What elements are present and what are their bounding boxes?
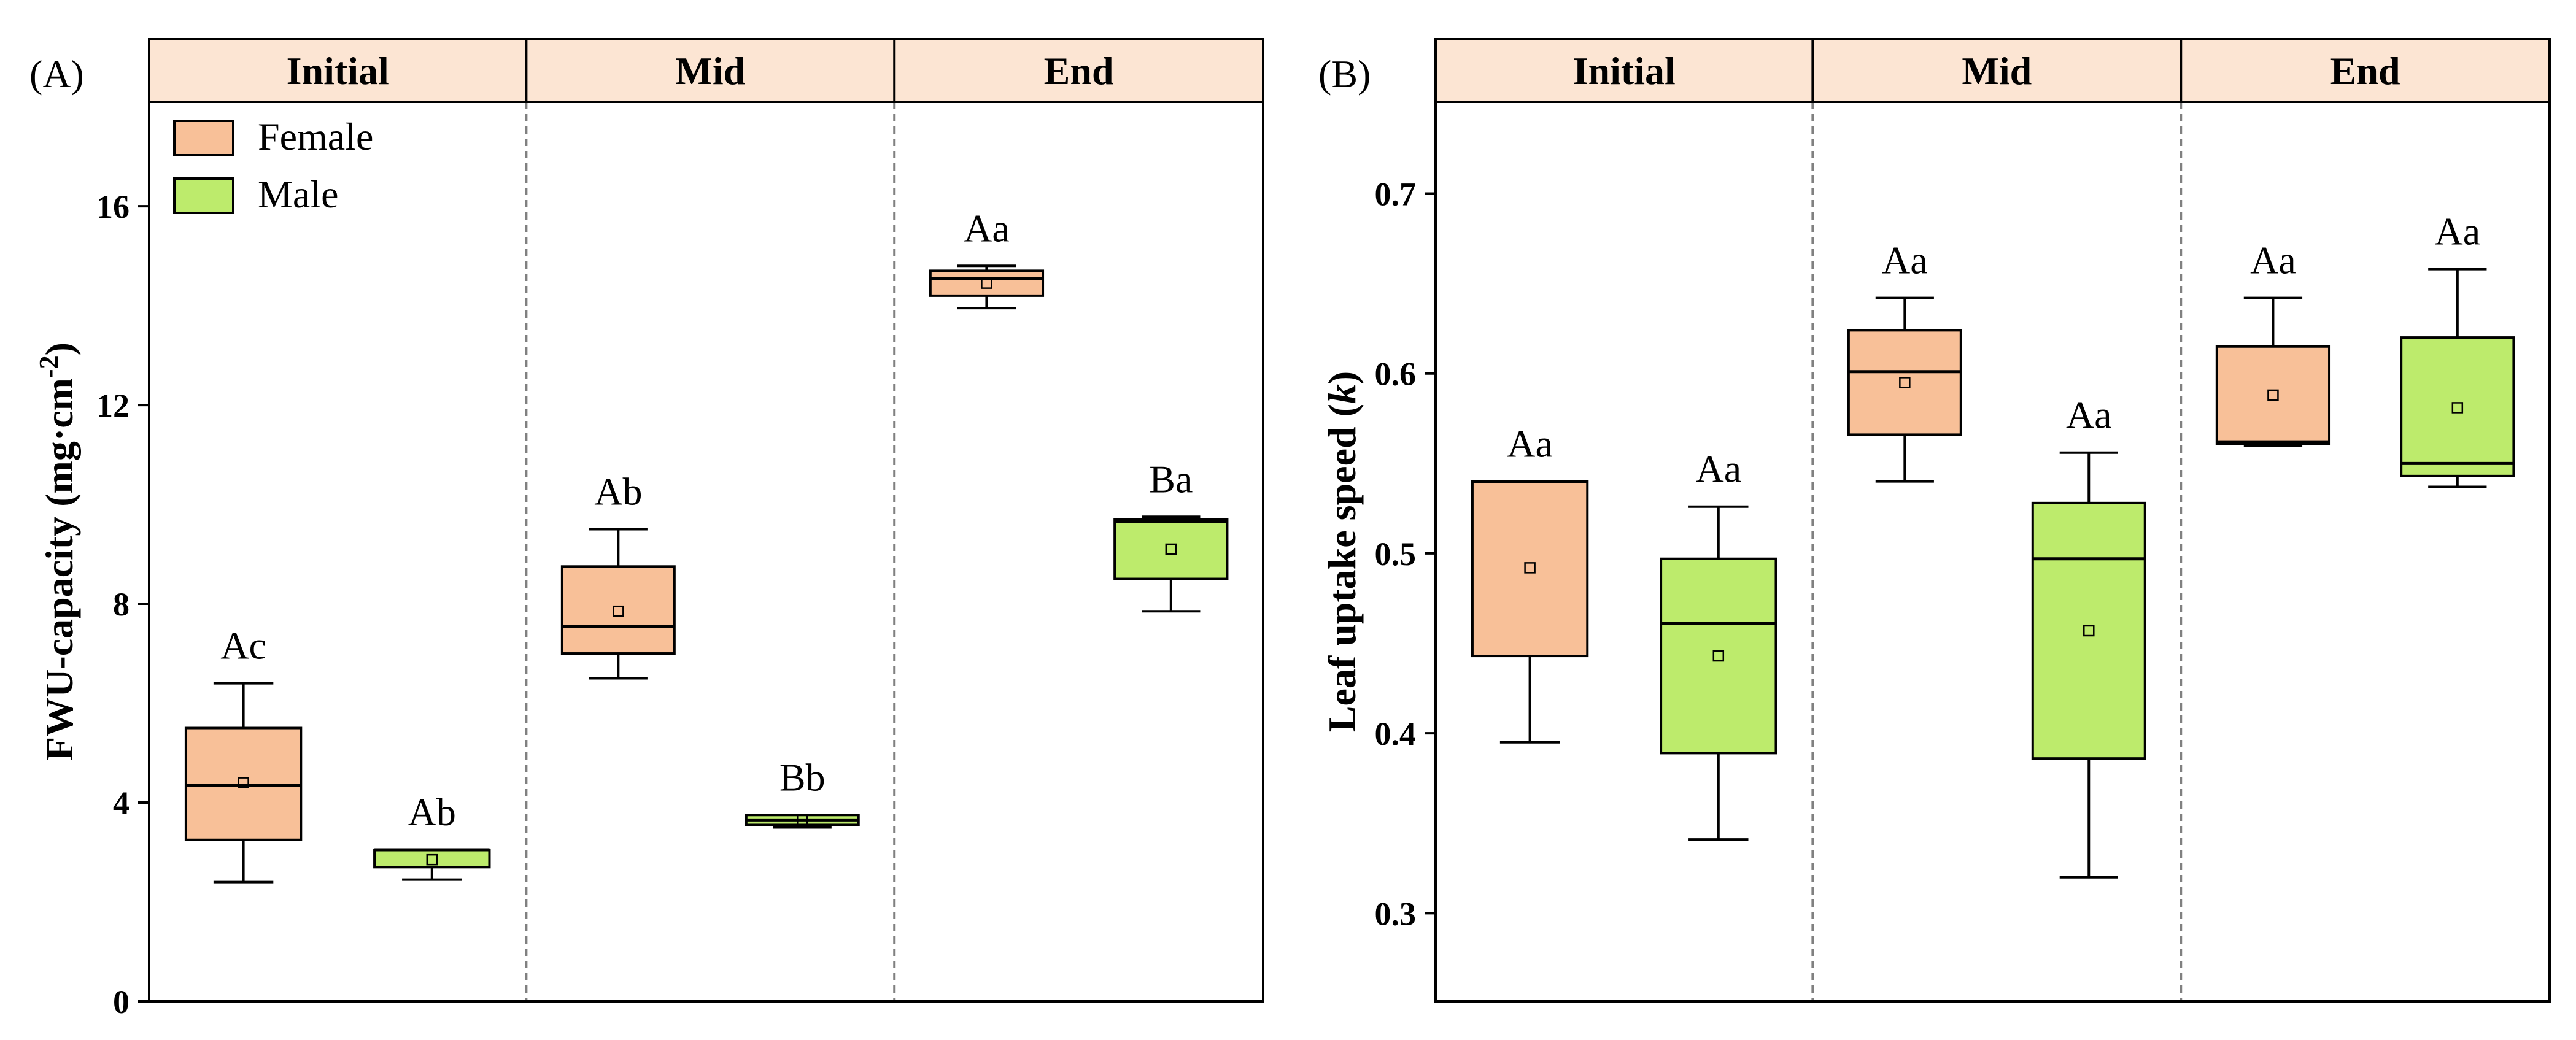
y-axis-title: Leaf uptake speed (k) bbox=[1320, 371, 1364, 732]
iqr-box bbox=[1113, 518, 1229, 580]
mean-marker bbox=[1165, 543, 1177, 555]
panel-label: (A) bbox=[29, 52, 84, 96]
y-axis-title-text: FWU-capacity (mg·cm bbox=[37, 378, 81, 761]
legend-label-male: Male bbox=[258, 172, 339, 216]
box-female-initial: Aa bbox=[1471, 422, 1589, 744]
y-tick-label: 0.7 bbox=[1375, 176, 1417, 213]
significance-label: Aa bbox=[2066, 393, 2112, 437]
box-male-mid: Aa bbox=[2031, 393, 2146, 879]
facet-label-initial: Initial bbox=[287, 49, 389, 93]
iqr-box bbox=[1471, 480, 1589, 658]
significance-label: Aa bbox=[2250, 239, 2296, 282]
box-male-mid: Bb bbox=[745, 755, 860, 829]
y-tick-label: 12 bbox=[96, 387, 130, 424]
box-female-end: Aa bbox=[2215, 239, 2331, 447]
significance-label: Aa bbox=[1695, 447, 1741, 491]
panel-label: (B) bbox=[1318, 52, 1371, 96]
box-female-mid: Aa bbox=[1847, 239, 1962, 483]
plot-frame bbox=[148, 101, 1264, 1003]
mean-marker bbox=[1524, 562, 1536, 574]
mean-marker bbox=[1899, 377, 1911, 388]
facet-label-mid: Mid bbox=[1962, 49, 2032, 93]
mean-marker bbox=[613, 605, 624, 617]
mean-marker bbox=[2083, 625, 2095, 637]
mean-marker bbox=[797, 814, 808, 826]
facet-label-end: End bbox=[2330, 49, 2400, 93]
y-tick-label: 16 bbox=[96, 188, 130, 225]
legend-item-female: Female bbox=[173, 115, 373, 158]
significance-label: Aa bbox=[2434, 210, 2480, 253]
mean-marker bbox=[426, 853, 438, 866]
mean-marker bbox=[2267, 389, 2279, 401]
legend-item-male: Male bbox=[173, 172, 339, 216]
facet-label-initial: Initial bbox=[1573, 49, 1676, 93]
mean-marker bbox=[1712, 650, 1725, 662]
y-axis-title: FWU-capacity (mg·cm-2) bbox=[34, 342, 82, 761]
iqr-box bbox=[929, 269, 1045, 297]
box-male-end: Ba bbox=[1113, 457, 1229, 613]
y-axis-title-italic: k bbox=[1320, 384, 1364, 404]
significance-label: Bb bbox=[779, 755, 826, 799]
iqr-box bbox=[2031, 501, 2146, 760]
y-tick-label: 0 bbox=[113, 984, 130, 1020]
y-axis-title-close: ) bbox=[1320, 371, 1364, 384]
significance-label: Aa bbox=[1882, 239, 1928, 282]
y-tick-label: 0.3 bbox=[1375, 895, 1417, 932]
y-tick-label: 0.4 bbox=[1375, 715, 1417, 752]
box-male-initial: Aa bbox=[1660, 447, 1777, 841]
significance-label: Ac bbox=[220, 624, 266, 668]
y-axis-title-close: ) bbox=[37, 342, 81, 355]
box-male-initial: Ab bbox=[373, 790, 491, 881]
box-male-end: Aa bbox=[2400, 210, 2515, 488]
significance-label: Aa bbox=[964, 206, 1010, 250]
box-female-initial: Ac bbox=[184, 624, 303, 884]
y-tick-label: 0.5 bbox=[1375, 536, 1417, 572]
y-axis-title-superscript: -2 bbox=[34, 355, 64, 378]
box-female-end: Aa bbox=[929, 206, 1045, 310]
mean-marker bbox=[2451, 402, 2464, 414]
iqr-box bbox=[2400, 336, 2515, 477]
facet-strip bbox=[1434, 38, 2551, 103]
iqr-box bbox=[2215, 345, 2331, 445]
y-tick-label: 4 bbox=[113, 785, 130, 822]
plot-frame bbox=[1434, 101, 2551, 1003]
y-tick-label: 0.6 bbox=[1375, 356, 1417, 393]
significance-label: Ab bbox=[594, 470, 642, 514]
legend-swatch-female bbox=[173, 120, 234, 156]
box-female-mid: Ab bbox=[560, 470, 676, 680]
facet-label-mid: Mid bbox=[675, 49, 745, 93]
mean-marker bbox=[981, 277, 992, 289]
iqr-box bbox=[1847, 329, 1962, 436]
legend-label-female: Female bbox=[258, 115, 373, 158]
significance-label: Ba bbox=[1149, 457, 1193, 501]
significance-label: Aa bbox=[1507, 422, 1553, 466]
facet-label-end: End bbox=[1044, 49, 1114, 93]
y-tick-label: 8 bbox=[113, 586, 130, 623]
iqr-box bbox=[1660, 557, 1777, 755]
legend-swatch-male bbox=[173, 177, 234, 214]
facet-strip bbox=[148, 38, 1264, 103]
mean-marker bbox=[238, 777, 249, 788]
significance-label: Ab bbox=[408, 790, 456, 834]
y-axis-title-text: Leaf uptake speed ( bbox=[1320, 404, 1364, 732]
iqr-box bbox=[560, 565, 676, 655]
